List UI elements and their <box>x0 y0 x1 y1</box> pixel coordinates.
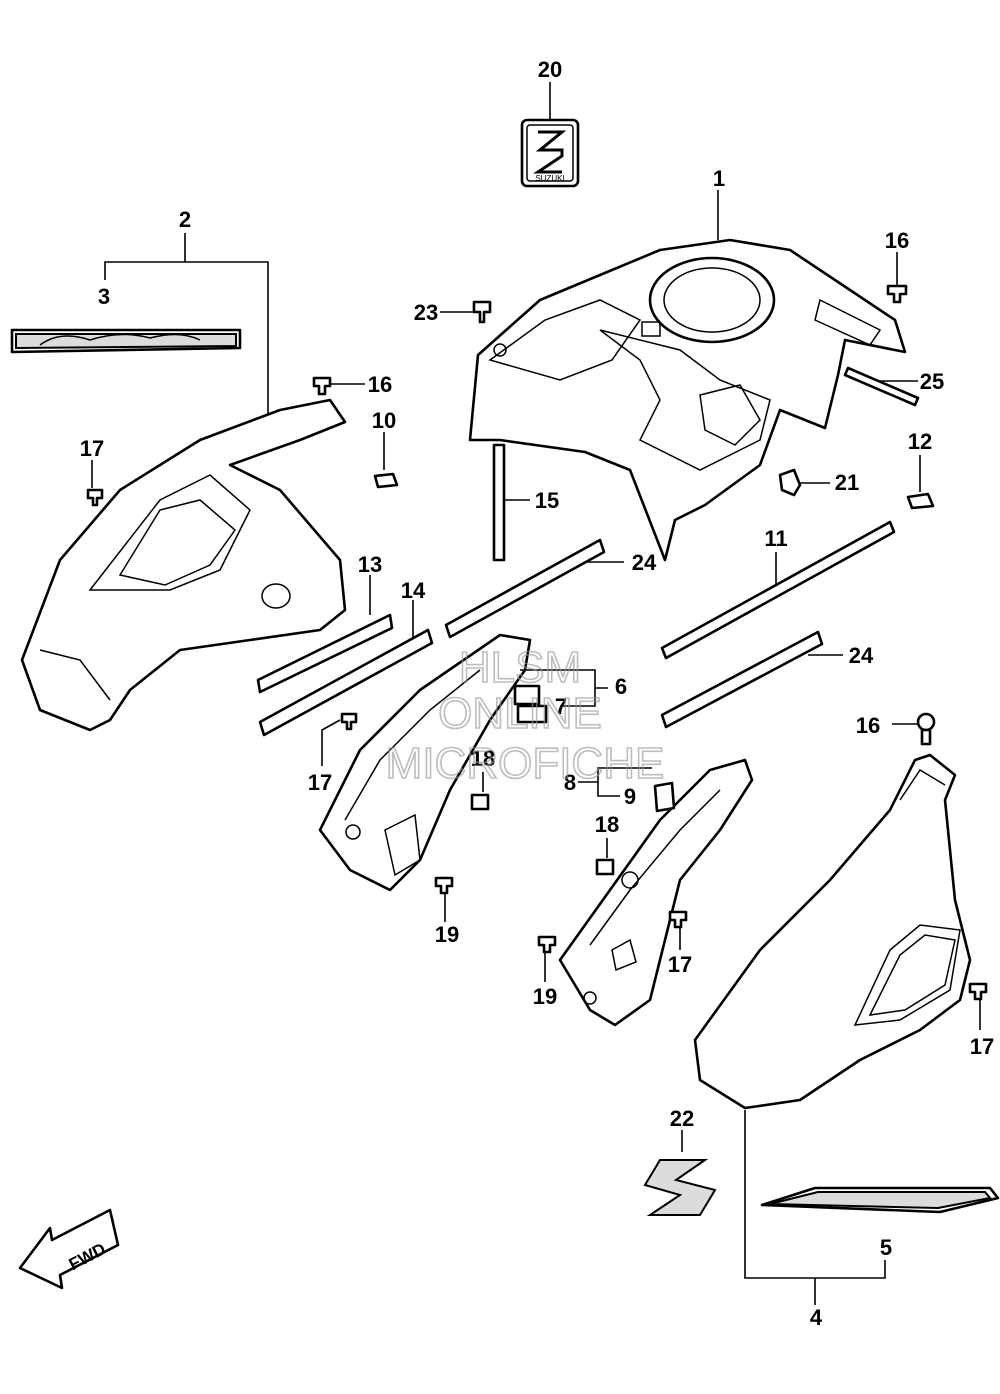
pin-part-23 <box>440 300 492 324</box>
callout-21: 21 <box>835 470 859 495</box>
watermark-line-3: MICROFICHE <box>386 739 665 788</box>
screw-part-16-left <box>312 376 365 396</box>
callout-16-right: 16 <box>856 713 880 738</box>
screw-part-17-right <box>968 982 988 1030</box>
screw-part-16-top <box>886 252 908 304</box>
pad-part-10 <box>373 432 399 489</box>
screw-part-19-right <box>537 935 557 982</box>
left-cover-part-2 <box>10 233 347 732</box>
screw-part-19-left <box>434 876 454 922</box>
callout-16-top: 16 <box>885 228 909 253</box>
callout-12: 12 <box>908 429 932 454</box>
screw-part-17-middle <box>321 712 358 766</box>
callout-24-upper: 24 <box>632 550 657 575</box>
callout-numbers: 1 2 3 4 5 6 7 8 9 10 11 12 13 14 15 16 1… <box>80 57 994 1330</box>
suzuki-emblem-icon <box>533 130 567 174</box>
watermark-line-2: ONLINE <box>438 689 602 738</box>
nut-part-18-right <box>595 838 615 876</box>
strip-part-25 <box>843 366 920 407</box>
screw-part-17-left <box>86 460 104 507</box>
callout-14: 14 <box>401 578 426 603</box>
strips-part-13-14 <box>256 575 434 737</box>
callout-18-right: 18 <box>595 812 619 837</box>
callout-6: 6 <box>615 674 627 699</box>
callout-2: 2 <box>179 207 191 232</box>
fwd-arrow-icon: FWD <box>18 1208 120 1290</box>
callout-17-left: 17 <box>80 436 104 461</box>
tank-cover-part-1 <box>468 190 907 562</box>
callout-9: 9 <box>624 784 636 809</box>
callout-23: 23 <box>414 300 438 325</box>
callout-24-lower: 24 <box>849 643 874 668</box>
callout-19-left: 19 <box>435 922 459 947</box>
callout-25: 25 <box>920 369 944 394</box>
callout-18-left: 18 <box>471 746 495 771</box>
right-cover-part-4 <box>693 753 1000 1305</box>
nut-part-18-left <box>470 772 490 811</box>
strip-part-15 <box>492 443 530 562</box>
emblem-part-20: SUZUKI <box>520 82 580 188</box>
callout-5: 5 <box>880 1235 892 1260</box>
callout-1: 1 <box>713 166 725 191</box>
callout-22: 22 <box>670 1106 694 1131</box>
emblem-text: SUZUKI <box>535 174 564 183</box>
screw-part-17-lower <box>668 910 688 950</box>
callout-10: 10 <box>372 408 396 433</box>
callout-4: 4 <box>810 1305 823 1330</box>
decal-part-22 <box>643 1130 717 1216</box>
screw-part-16-right <box>892 712 936 746</box>
callout-17-right: 17 <box>970 1034 994 1059</box>
callout-19-right: 19 <box>533 984 557 1009</box>
callout-3: 3 <box>98 284 110 309</box>
watermark: HLSM ONLINE MICROFICHE <box>385 642 665 789</box>
clip-part-21 <box>778 468 830 497</box>
callout-17-lower: 17 <box>668 952 692 977</box>
pad-part-12 <box>906 455 935 510</box>
watermark-line-1: HLSM <box>459 643 581 692</box>
inner-panel-right <box>558 758 754 1027</box>
suzuki-s-decal-icon <box>643 1159 717 1216</box>
callout-11: 11 <box>764 526 787 551</box>
callout-15: 15 <box>535 488 559 513</box>
callout-20: 20 <box>538 57 562 82</box>
callout-13: 13 <box>358 552 382 577</box>
callout-16-left: 16 <box>368 372 392 397</box>
callout-17-middle: 17 <box>308 770 332 795</box>
strip-part-11 <box>660 520 896 660</box>
callout-7: 7 <box>555 694 567 719</box>
inner-panel-left <box>318 633 608 892</box>
strips-part-24 <box>444 538 843 729</box>
callout-8: 8 <box>564 770 576 795</box>
